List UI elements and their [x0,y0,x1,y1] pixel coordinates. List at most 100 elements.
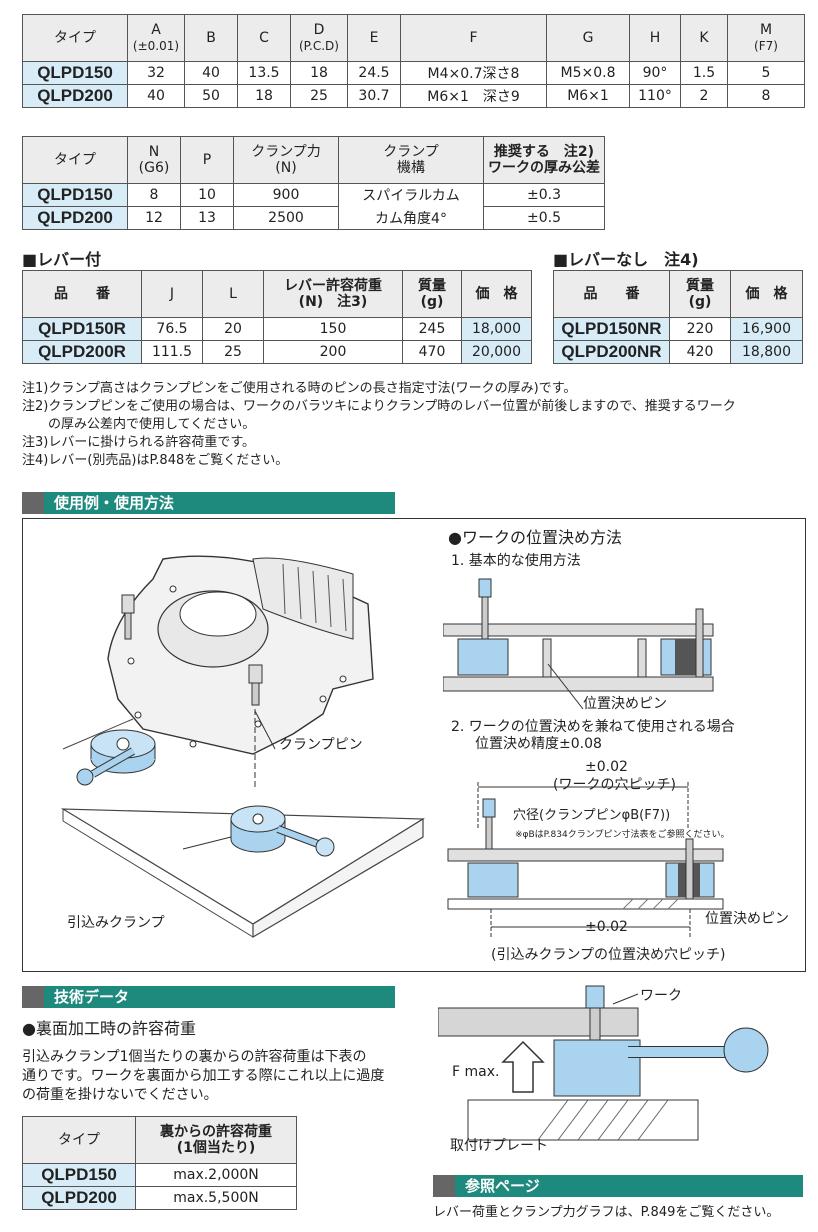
fmax-label: F max. [452,1064,500,1080]
cell: 90° [629,61,681,85]
table-row: QLPD200 12 13 2500 カム角度4° ±0.5 [22,206,605,230]
step-1: 1. 基本的な使用方法 [451,553,581,569]
cell: 32 [127,61,185,85]
cell: 24.5 [347,61,401,85]
note-4: 注4)レバー(別売品)はP.848をご覧ください。 [22,453,289,468]
pin-label-1: 位置決めピン [583,696,667,712]
table-row: QLPD150 max.2,000N [22,1163,297,1187]
type-cell: QLPD200 [22,206,128,230]
table-row: QLPD150NR 220 16,900 [553,317,803,341]
note-2: 注2)クランプピンをご使用の場合は、ワークのバラツキによりクランプ時のレバー位置… [22,399,736,414]
col-mass: 質量 (g) [402,270,462,318]
col-g: G [546,14,630,62]
ref-text: レバー荷重とクランプ力グラフは、P.849をご覧ください。 [433,1205,780,1220]
cell: 8 [127,183,181,207]
step-2-line2: 位置決め精度±0.08 [475,736,602,752]
cell: 13 [180,206,234,230]
cell: 111.5 [141,340,203,364]
clamp-right-section [660,608,712,678]
tech-desc-line: 通りです。ワークを裏面から加工する際にこれ以上に過度 [22,1068,385,1084]
col-backside-load: 裏からの許容荷重 (1個当たり) [135,1116,297,1164]
step-2-line1: 2. ワークの位置決めを兼ねて使用される場合 [451,719,735,735]
col-type: タイプ [22,14,128,62]
tolerance-bottom-sub: (引込みクランプの位置決め穴ピッチ) [491,947,726,963]
part-cell: QLPD150R [22,317,142,341]
cell: 900 [233,183,339,207]
tech-section-header: 技術データ [22,986,395,1008]
cell: 8 [727,84,805,108]
pull-clamp-left [76,729,156,786]
lever-table: 品 番 J L レバー許容荷重 (N) 注3) 質量 (g) 価 格 QLPD1… [22,270,532,364]
tech-desc-line: の荷重を掛けないでください。 [22,1087,218,1103]
cell: カム角度4° [338,206,484,230]
cell: 5 [727,61,805,85]
col-k: K [680,14,728,62]
table-row: QLPD200NR 420 18,800 [553,340,803,364]
spec-table-2: タイプ N (G6) P クランプ力 (N) クランプ 機構 推奨する 注2) … [22,136,605,230]
col-h: H [629,14,681,62]
part-cell: QLPD200R [22,340,142,364]
col-e: E [347,14,401,62]
tolerance-bottom: ±0.02 [585,919,628,935]
part-cell: QLPD150NR [553,317,670,341]
section-title: 技術データ [54,988,130,1006]
cell: 150 [263,317,403,341]
col-p: P [180,136,234,184]
cell: 12 [127,206,181,230]
table-row: QLPD150 8 10 900 スパイラルカム ±0.3 [22,183,605,207]
cell: 13.5 [237,61,291,85]
col-l: L [202,270,264,318]
col-a: A(±0.01) [127,14,185,62]
tolerance-top: ±0.02 [585,759,628,775]
col-c: C [237,14,291,62]
cell: 10 [180,183,234,207]
clamp-left [457,578,509,676]
col-m: M(F7) [727,14,805,62]
type-cell: QLPD150 [22,61,128,85]
note-1: 注1)クランプ高さはクランプピンをご使用される時のピンの長さ指定寸法(ワークの厚… [22,381,577,396]
basic-usage-diagram [443,578,714,709]
col-clamp-mech: クランプ 機構 [338,136,484,184]
price-cell: 20,000 [461,340,532,364]
cell: 40 [127,84,185,108]
col-mass: 質量 (g) [669,270,731,318]
table-row: QLPD200 max.5,500N [22,1186,297,1210]
cell: 30.7 [347,84,401,108]
col-part-no: 品 番 [22,270,142,318]
hole-note: 穴径(クランプピンφB(F7)) [513,808,671,823]
cell: 200 [263,340,403,364]
col-f: F [400,14,547,62]
cell: 110° [629,84,681,108]
cell: ±0.3 [483,183,605,207]
col-type: タイプ [22,1116,136,1164]
plate-label: 取付けプレート [450,1138,548,1154]
tech-desc: 引込みクランプ1個当たりの裏からの許容荷重は下表の 通りです。ワークを裏面から加… [22,1048,384,1105]
type-cell: QLPD200 [22,84,128,108]
section-marker [433,1175,455,1197]
cell: 20 [202,317,264,341]
cell: M6×1 深さ9 [400,84,547,108]
cell: M4×0.7深さ8 [400,61,547,85]
cell: max.2,000N [135,1163,297,1187]
section-marker [22,986,44,1008]
positioning-usage-diagram [447,782,724,939]
cell: M6×1 [546,84,630,108]
pull-clamp-center [230,805,335,857]
cell: 50 [184,84,238,108]
tech-subtitle: ●裏面加工時の許容荷重 [22,1019,196,1038]
cell: 1.5 [680,61,728,85]
cell: スパイラルカム [338,183,484,207]
table-row: QLPD150R 76.5 20 150 245 18,000 [22,317,532,341]
small-note: ※φBはP.834クランプピン寸法表をご参照ください。 [515,830,730,840]
clamp-pin-center [248,664,263,706]
table-row: QLPD150 32 40 13.5 18 24.5 M4×0.7深さ8 M5×… [22,61,805,85]
type-cell: QLPD150 [22,183,128,207]
notes: 注1)クランプ高さはクランプピンをご使用される時のピンの長さ指定寸法(ワークの厚… [22,380,812,470]
cell: max.5,500N [135,1186,297,1210]
cell: 18 [290,61,348,85]
cell: M5×0.8 [546,61,630,85]
pin-label-2: 位置決めピン [705,911,789,927]
positioning-title: ●ワークの位置決め方法 [448,528,622,547]
lever-title: ■レバー付 [22,250,102,269]
tech-desc-line: 引込みクランプ1個当たりの裏からの許容荷重は下表の [22,1049,367,1065]
